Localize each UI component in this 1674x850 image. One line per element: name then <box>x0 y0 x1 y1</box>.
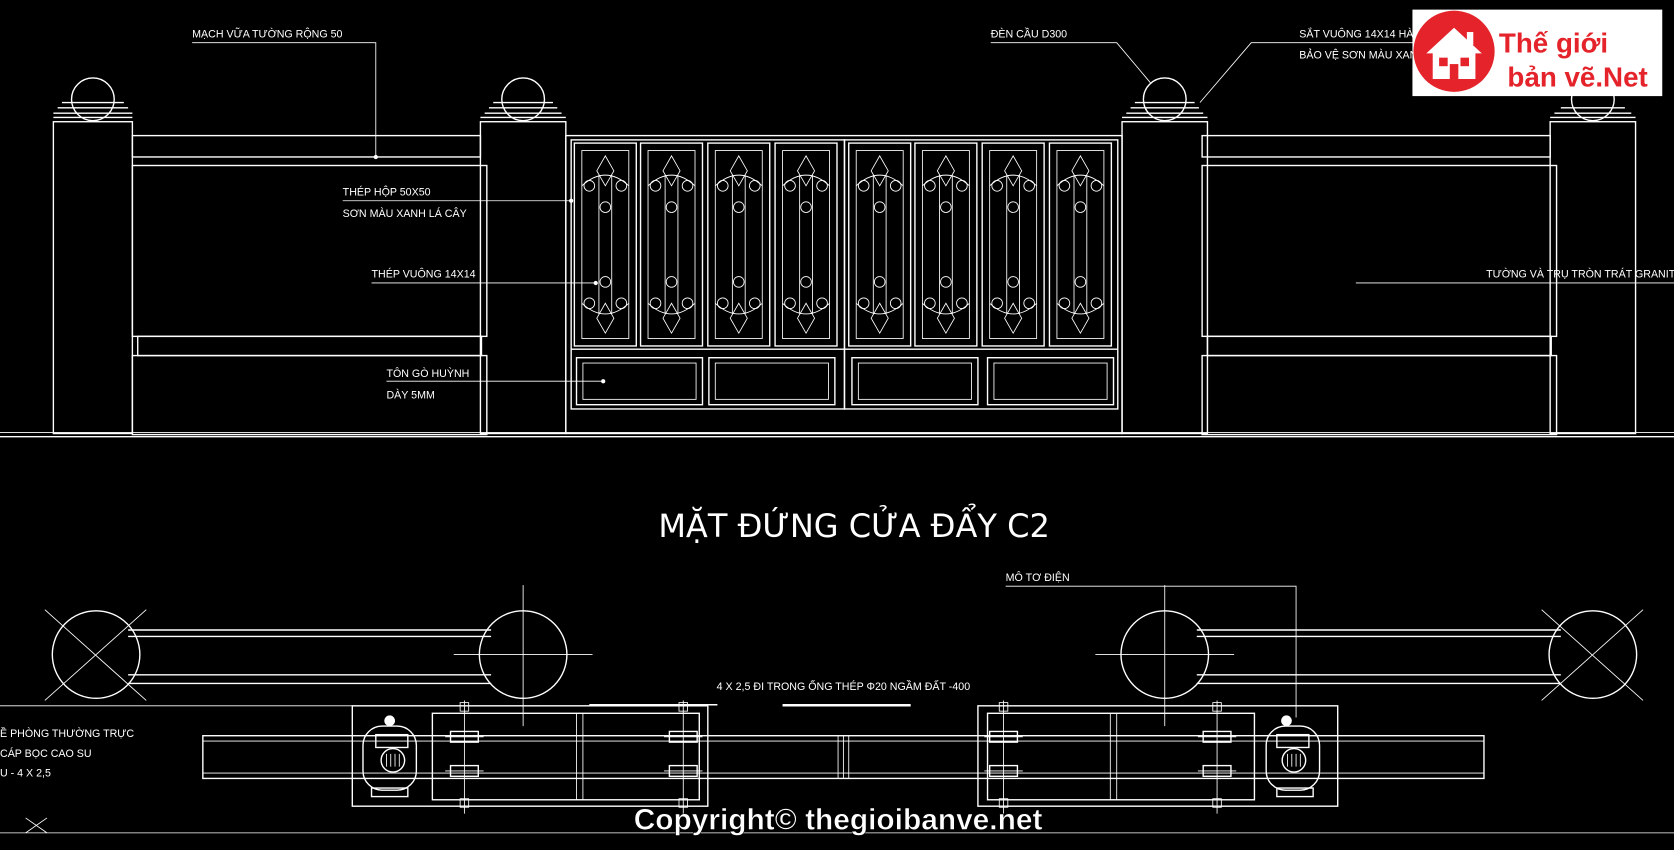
motor-left <box>362 715 418 798</box>
label-square-iron-2: BẢO VỆ SƠN MÀU XANH <box>1299 49 1425 62</box>
gate-ornament-panel <box>914 142 978 347</box>
plan-annotations: MÔ TƠ ĐIỆN 4 X 2,5 ĐI TRONG ỐNG THÉP Φ20… <box>0 571 1297 779</box>
track-roller <box>445 700 484 814</box>
gate-ornament-panel <box>774 142 838 347</box>
label-box-steel-1: THÉP HỘP 50X50 <box>343 185 431 198</box>
left-end-pillar <box>52 77 134 435</box>
motor-right <box>1265 715 1321 798</box>
gate-bottom-panel <box>851 357 979 406</box>
track-roller <box>1197 700 1237 814</box>
label-guard-2: CÁP BỌC CAO SU <box>0 747 92 760</box>
gate-ornament-panel <box>573 142 637 347</box>
right-gate-pillar <box>1121 77 1209 435</box>
copyright-watermark: Copyright© thegioibanve.net <box>634 804 1043 837</box>
elevation-annotations: MẠCH VỮA TƯỜNG RỘNG 50 ĐÈN CẦU D300 SẮT … <box>192 27 1674 401</box>
drawing-title: MẶT ĐỨNG CỬA ĐẨY C2 <box>658 503 1050 545</box>
label-cable: 4 X 2,5 ĐI TRONG ỐNG THÉP Φ20 NGẦM ĐẤT -… <box>717 679 971 693</box>
label-panel-1: TÔN GÒ HUỲNH <box>386 367 469 380</box>
label-mortar-joint: MẠCH VỮA TƯỜNG RỘNG 50 <box>192 27 342 40</box>
gate-ornament-panel <box>981 142 1045 347</box>
logo-line-1: Thế giới <box>1499 27 1608 58</box>
gate-plan <box>0 585 1674 834</box>
label-guard-1: Ề PHÒNG THƯỜNG TRỰC <box>0 727 134 740</box>
track-roller <box>664 700 703 814</box>
label-guard-3: U - 4 X 2,5 <box>0 767 51 779</box>
gate-bottom-panel <box>708 357 836 406</box>
gate-ornament-panel <box>848 142 912 347</box>
label-box-steel-2: SƠN MÀU XANH LÁ CÂY <box>343 207 467 220</box>
label-panel-2: DÀY 5MM <box>386 388 434 401</box>
label-wall-finish: TƯỜNG VÀ TRỤ TRÒN TRÁT GRANITO MÀ <box>1486 268 1674 281</box>
gate-ornament-panel <box>1048 142 1113 347</box>
site-logo: Thế giới bản vẽ.Net <box>1412 9 1663 97</box>
left-gate-pillar <box>479 77 567 435</box>
track-roller <box>984 700 1023 814</box>
right-end-pillar <box>1549 77 1637 435</box>
label-lamp: ĐÈN CẦU D300 <box>991 27 1067 40</box>
gate-leaves <box>565 134 1123 435</box>
label-square-steel: THÉP VUÔNG 14X14 <box>372 268 476 281</box>
logo-line-2: bản vẽ.Net <box>1507 61 1647 92</box>
gate-ornament-panel <box>639 142 704 347</box>
label-square-iron-1: SẮT VUÔNG 14X14 HÀN <box>1299 27 1421 40</box>
house-icon <box>1413 10 1495 92</box>
gate-ornament-panel <box>707 142 771 347</box>
label-motor: MÔ TƠ ĐIỆN <box>1006 571 1070 584</box>
gate-elevation <box>0 77 1674 438</box>
gate-bottom-panel <box>986 357 1115 406</box>
right-fence-wall <box>1201 134 1558 436</box>
